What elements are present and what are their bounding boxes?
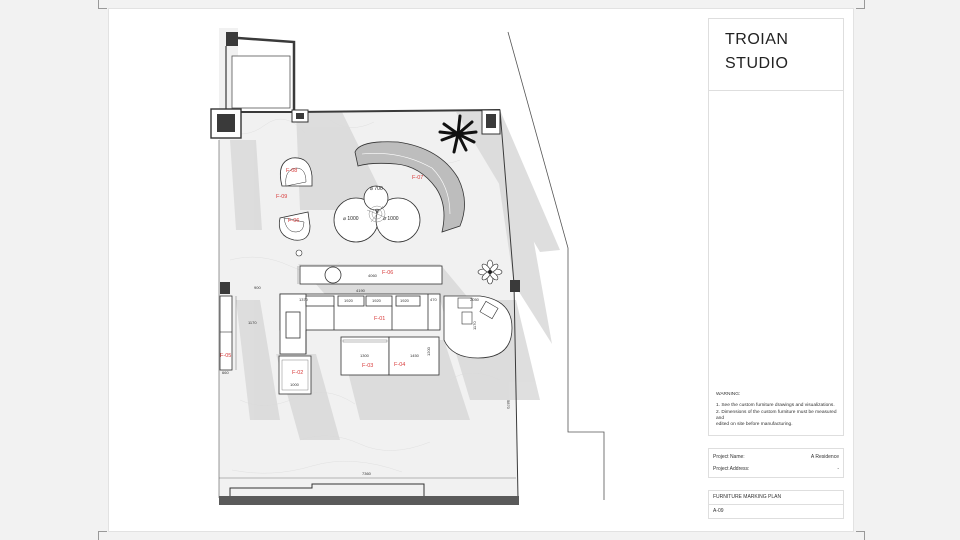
tag-f06-bench: F-06 <box>382 270 393 276</box>
dim-sofa: 4190 <box>356 288 366 293</box>
bottom-wall <box>219 496 519 505</box>
dim-ottoman-1450: 1450 <box>410 353 420 358</box>
drawing-title-box: FURNITURE MARKING PLAN <box>708 490 844 505</box>
bottom-ledge <box>229 483 425 496</box>
lounge-chair <box>278 211 311 241</box>
studio-name-line2: STUDIO <box>725 55 789 72</box>
warning-1: 1. See the custom furniture drawings and… <box>716 403 835 409</box>
cushion <box>457 297 473 309</box>
dim-1920-c: 1920 <box>400 298 410 303</box>
pouf-top <box>281 359 309 391</box>
warnings: WARNING: 1. See the custom furniture dra… <box>716 392 844 428</box>
dim-room-width: 7360 <box>362 471 372 476</box>
round-tables <box>333 185 421 243</box>
drawing-title: FURNITURE MARKING PLAN <box>713 494 782 500</box>
project-address-value: - <box>837 466 839 472</box>
column <box>226 32 238 46</box>
bench-stool <box>324 266 342 284</box>
dim-1920-b: 1920 <box>372 298 382 303</box>
wall <box>237 36 296 110</box>
project-info: Project Name: A Residence Project Addres… <box>708 448 844 478</box>
shaft <box>231 55 291 109</box>
column <box>220 282 230 294</box>
project-name-value: A Residence <box>810 454 839 460</box>
dim-table-700: ⌀ 700 <box>370 186 383 192</box>
site-boundary <box>507 31 605 500</box>
tag-f09: F-09 <box>276 194 287 200</box>
tag-f05: F-05 <box>220 353 231 359</box>
round-lounge <box>443 295 513 359</box>
column <box>510 280 520 292</box>
dim-right-wall: 5870 <box>506 400 511 410</box>
ottoman-f03 <box>340 336 390 376</box>
dim-pouf-1000: 1000 <box>290 382 300 387</box>
sectional-sofa <box>279 293 441 355</box>
cushion <box>479 300 499 320</box>
planter-soil <box>486 114 496 128</box>
side-table <box>295 249 303 257</box>
tag-f01: F-01 <box>374 316 385 322</box>
dim-table-1000-right: ⌀ 1000 <box>383 216 399 222</box>
drawing-number: A-09 <box>713 508 724 514</box>
notes-panel <box>708 90 844 436</box>
flower-plant <box>477 259 503 285</box>
tag-f03: F-03 <box>362 363 373 369</box>
lounge-chair <box>279 157 313 187</box>
curved-sofa <box>354 141 465 233</box>
dim-470: 470 <box>430 297 437 302</box>
warnings-title: WARNING: <box>716 392 741 397</box>
crop-mark <box>856 531 865 540</box>
tag-f02: F-02 <box>292 370 303 376</box>
dim-side-660: 660 <box>222 370 229 375</box>
planter-soil <box>217 114 235 132</box>
dim-bench: 4060 <box>368 273 378 278</box>
crop-mark <box>98 531 107 540</box>
curved-sofa-seam <box>361 153 451 215</box>
ottoman-edge <box>342 339 388 343</box>
project-address-label: Project Address: <box>713 466 750 472</box>
vase-plant <box>366 205 388 223</box>
ottoman-f04 <box>388 336 440 376</box>
dim-ottoman-1200: 1200 <box>426 346 431 356</box>
tag-f07: F-07 <box>412 175 423 181</box>
tag-f04: F-04 <box>394 362 405 368</box>
cushion <box>461 311 473 325</box>
dim-table-1000-left: ⌀ 1000 <box>343 216 359 222</box>
drawing-number-box: A-09 <box>708 504 844 519</box>
tag-f08: F-08 <box>286 168 297 174</box>
dim-1920-a: 1920 <box>344 298 354 303</box>
side-bench <box>219 295 233 371</box>
crop-mark <box>98 0 107 9</box>
studio-name-line1: TROIAN <box>725 31 789 48</box>
tag-f06-chair: F-06 <box>288 218 299 224</box>
dim-1370: 1370 <box>299 297 309 302</box>
warning-2a: 2. Dimensions of the custom furniture mu… <box>716 409 837 421</box>
dim-seg-1170: 1170 <box>472 321 477 330</box>
studio-logo: TROIAN STUDIO <box>708 18 844 91</box>
dim-2050: 2050 <box>470 297 480 302</box>
dim-side-1170: 1170 <box>248 320 257 325</box>
planter-soil <box>296 113 304 119</box>
dim-ottoman-1300: 1300 <box>360 353 370 358</box>
warning-2b: edited on site before manufacturing. <box>716 422 793 428</box>
project-name-label: Project Name: <box>713 454 745 460</box>
palm-plant <box>438 114 478 154</box>
crop-mark <box>856 0 865 9</box>
dim-side-900: 900 <box>254 285 261 290</box>
